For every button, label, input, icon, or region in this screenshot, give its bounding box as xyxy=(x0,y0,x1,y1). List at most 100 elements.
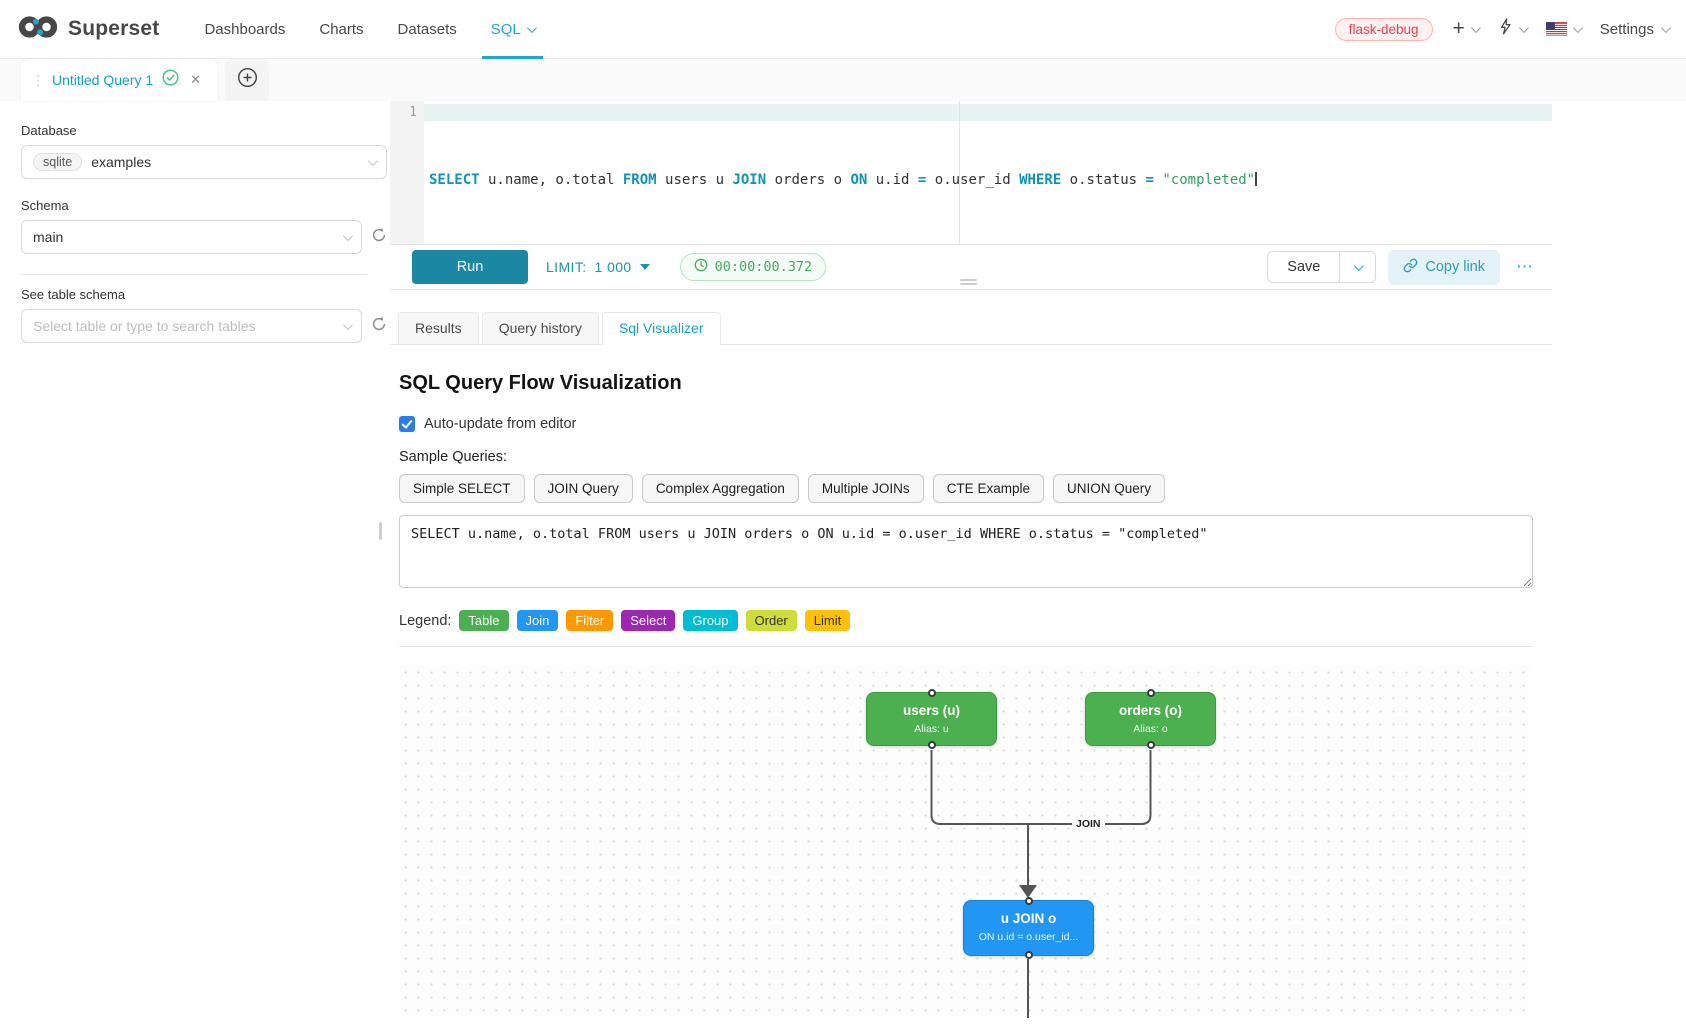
new-item-button[interactable]: + xyxy=(1452,16,1481,40)
db-type-badge: sqlite xyxy=(33,153,83,171)
node-orders[interactable]: orders (o) Alias: o xyxy=(1085,689,1216,749)
node-handle[interactable] xyxy=(1024,897,1033,905)
refresh-icon[interactable] xyxy=(371,316,387,337)
caret-down-icon xyxy=(639,264,650,270)
sample-button-simple-select[interactable]: Simple SELECT xyxy=(399,474,525,503)
node-join[interactable]: u JOIN o ON u.id = o.user_id... xyxy=(963,897,1094,959)
table-select[interactable]: Select table or type to search tables xyxy=(21,309,362,343)
query-tab-title: Untitled Query 1 xyxy=(52,72,154,88)
chevron-down-icon xyxy=(1572,22,1583,33)
language-picker[interactable] xyxy=(1545,22,1583,36)
query-textarea[interactable]: SELECT u.name, o.total FROM users u JOIN… xyxy=(399,515,1533,588)
sample-button-cte-example[interactable]: CTE Example xyxy=(932,474,1044,503)
editor-toolbar: Run LIMIT: 1 000 00:00:00.372 Save xyxy=(390,245,1552,290)
auto-update-label: Auto-update from editor xyxy=(424,416,577,432)
divider xyxy=(399,646,1533,647)
nav-item-datasets[interactable]: Datasets xyxy=(397,20,457,38)
superset-brand[interactable]: Superset xyxy=(16,12,159,47)
legend-pill-group: Group xyxy=(683,610,738,631)
sample-button-multiple-joins[interactable]: Multiple JOINs xyxy=(807,474,924,503)
flow-canvas[interactable]: JOIN users (u) Alias: u orders (o) Alias… xyxy=(399,666,1533,1018)
clock-icon xyxy=(694,258,708,276)
legend-pill-select: Select xyxy=(621,610,676,631)
timer-badge: 00:00:00.372 xyxy=(679,253,827,281)
refresh-icon[interactable] xyxy=(371,227,387,248)
sample-button-union-query[interactable]: UNION Query xyxy=(1052,474,1165,503)
chevron-down-icon xyxy=(1354,260,1365,271)
environment-badge: flask-debug xyxy=(1334,17,1433,41)
us-flag-icon xyxy=(1545,22,1567,36)
print-margin-line xyxy=(959,101,960,244)
query-tab-strip: ⋮ Untitled Query 1 ✕ xyxy=(0,59,1686,101)
trigger-query-button[interactable] xyxy=(1498,18,1529,40)
link-icon xyxy=(1403,258,1418,277)
nav-item-sql[interactable]: SQL xyxy=(480,0,545,59)
node-handle[interactable] xyxy=(927,741,936,749)
sqllab-sidebar: Database sqlite examples Schema main See… xyxy=(0,101,390,1034)
edge-join-label: JOIN xyxy=(1072,817,1105,831)
flow-edges xyxy=(930,750,1152,1018)
close-icon[interactable]: ✕ xyxy=(190,72,202,87)
visualizer-title: SQL Query Flow Visualization xyxy=(399,372,682,394)
active-line-highlight xyxy=(424,104,1552,121)
sql-visualizer-panel: SQL Query Flow Visualization Auto-update… xyxy=(399,372,1533,1018)
save-button[interactable]: Save xyxy=(1267,251,1341,283)
node-handle[interactable] xyxy=(1146,689,1155,697)
schema-select[interactable]: main xyxy=(21,220,362,254)
database-value: examples xyxy=(91,154,152,170)
line-number: 1 xyxy=(409,105,417,120)
database-select[interactable]: sqlite examples xyxy=(21,145,387,179)
node-handle[interactable] xyxy=(1024,951,1033,959)
new-tab-button[interactable] xyxy=(225,59,270,101)
plus-circle-icon xyxy=(237,67,258,93)
node-handle[interactable] xyxy=(1146,741,1155,749)
chevron-down-icon xyxy=(342,319,353,330)
sidebar-resize-handle[interactable] xyxy=(379,522,382,540)
sample-button-complex-aggregation[interactable]: Complex Aggregation xyxy=(641,474,799,503)
sample-query-buttons: Simple SELECT JOIN Query Complex Aggrega… xyxy=(399,474,1533,503)
table-schema-label: See table schema xyxy=(21,287,126,302)
chevron-down-icon xyxy=(342,230,353,241)
navbar: Superset Dashboards Charts Datasets SQL … xyxy=(0,0,1686,59)
settings-menu[interactable]: Settings xyxy=(1600,21,1671,38)
sample-queries-label: Sample Queries: xyxy=(399,449,507,465)
chevron-down-icon xyxy=(1470,22,1481,33)
legend-pill-filter: Filter xyxy=(566,610,614,631)
sqllab-main: 1 SELECT u.name, o.total FROM users u JO… xyxy=(390,101,1686,1034)
nav-item-charts[interactable]: Charts xyxy=(319,20,364,38)
schema-value: main xyxy=(33,229,64,245)
brand-name: Superset xyxy=(68,17,160,40)
database-label: Database xyxy=(21,123,77,138)
check-circle-icon xyxy=(162,69,179,91)
tab-sql-visualizer[interactable]: Sql Visualizer xyxy=(601,312,721,345)
legend-label: Legend: xyxy=(399,612,452,629)
limit-control[interactable]: LIMIT: 1 000 xyxy=(546,259,650,275)
legend-pill-table: Table xyxy=(459,610,509,631)
pane-resize-handle[interactable] xyxy=(960,277,977,287)
editor-gutter: 1 xyxy=(390,101,424,244)
tab-untitled-query[interactable]: ⋮ Untitled Query 1 ✕ xyxy=(21,59,218,101)
copy-link-button[interactable]: Copy link xyxy=(1388,249,1500,285)
more-options-button[interactable]: ⋯ xyxy=(1516,257,1534,276)
chevron-down-icon xyxy=(1518,22,1529,33)
text-cursor xyxy=(1255,172,1258,186)
drag-handle-icon[interactable]: ⋮ xyxy=(31,71,45,88)
plus-icon: + xyxy=(1452,16,1465,40)
sql-editor[interactable]: 1 SELECT u.name, o.total FROM users u JO… xyxy=(390,101,1552,245)
tab-query-history[interactable]: Query history xyxy=(481,312,599,344)
legend-pill-order: Order xyxy=(745,610,797,631)
run-button[interactable]: Run xyxy=(412,250,528,284)
legend-pill-join: Join xyxy=(516,610,559,631)
lightning-icon xyxy=(1498,18,1513,40)
auto-update-checkbox[interactable] xyxy=(399,416,415,432)
nav-item-dashboards[interactable]: Dashboards xyxy=(204,20,286,38)
chevron-down-icon xyxy=(1660,22,1671,33)
legend-pill-limit: Limit xyxy=(804,610,851,631)
tab-results[interactable]: Results xyxy=(398,312,479,344)
node-users[interactable]: users (u) Alias: u xyxy=(866,689,997,749)
node-handle[interactable] xyxy=(927,689,936,697)
chevron-down-icon xyxy=(526,22,537,33)
save-options-button[interactable] xyxy=(1340,251,1377,283)
sample-button-join-query[interactable]: JOIN Query xyxy=(533,474,633,503)
result-tabs: Results Query history Sql Visualizer xyxy=(390,290,1552,345)
